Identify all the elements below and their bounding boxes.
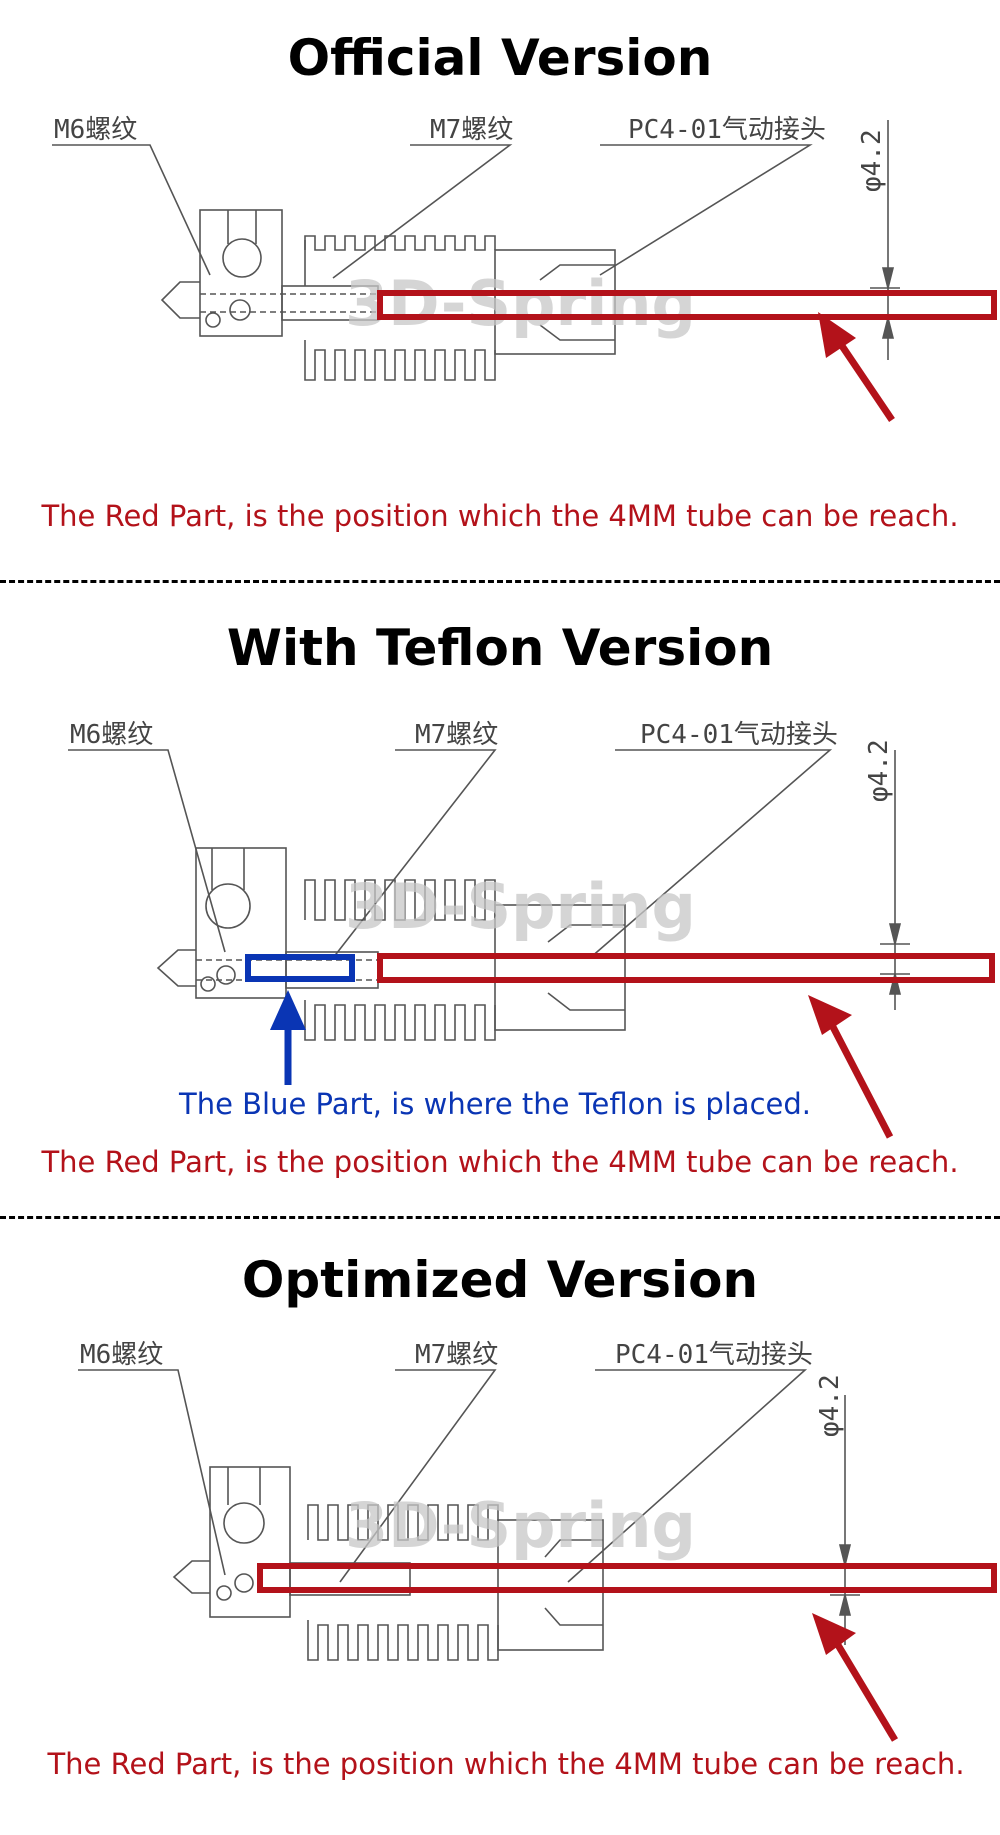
red-arrow-icon (808, 995, 894, 1139)
diameter-label: φ4.2 (857, 129, 887, 192)
section-1-caption-red: The Red Part, is the position which the … (41, 499, 959, 533)
section-2-caption-red: The Red Part, is the position which the … (41, 1145, 959, 1179)
blue-teflon-region (245, 954, 355, 982)
red-arrow-icon (818, 312, 895, 422)
section-1-diagram: M6螺纹 M7螺纹 PC4-01气动接头 φ4.2 3D-Spring (52, 115, 997, 422)
red-tube-region (257, 1563, 997, 1593)
diameter-label: φ4.2 (864, 739, 894, 802)
pc4-label: PC4-01气动接头 (628, 115, 826, 145)
watermark: 3D-Spring (345, 870, 696, 943)
red-arrow-icon (812, 1613, 899, 1742)
m7-label: M7螺纹 (415, 720, 498, 750)
watermark: 3D-Spring (345, 267, 696, 340)
diameter-label: φ4.2 (815, 1374, 845, 1437)
m6-label: M6螺纹 (80, 1340, 163, 1370)
section-3-caption-red: The Red Part, is the position which the … (47, 1747, 965, 1781)
m6-label: M6螺纹 (70, 720, 153, 750)
pc4-label: PC4-01气动接头 (615, 1340, 813, 1370)
section-3-title: Optimized Version (241, 1251, 759, 1309)
blue-arrow-icon (270, 990, 306, 1085)
section-2-diagram: M6螺纹 M7螺纹 PC4-01气动接头 φ4.2 3D-Spring (68, 720, 995, 1139)
section-1-title: Official Version (287, 29, 713, 87)
pc4-label: PC4-01气动接头 (640, 720, 838, 750)
red-tube-region (377, 953, 995, 983)
divider-1 (0, 580, 1000, 583)
section-2-title: With Teflon Version (226, 619, 774, 677)
section-3-diagram: M6螺纹 M7螺纹 PC4-01气动接头 φ4.2 3D-Spring (78, 1340, 997, 1742)
m7-label: M7螺纹 (430, 115, 513, 145)
watermark: 3D-Spring (345, 1489, 696, 1562)
section-2-caption-blue: The Blue Part, is where the Teflon is pl… (179, 1087, 811, 1121)
m7-label: M7螺纹 (415, 1340, 498, 1370)
m6-label: M6螺纹 (54, 115, 137, 145)
divider-2 (0, 1216, 1000, 1219)
red-tube-region (377, 290, 997, 320)
